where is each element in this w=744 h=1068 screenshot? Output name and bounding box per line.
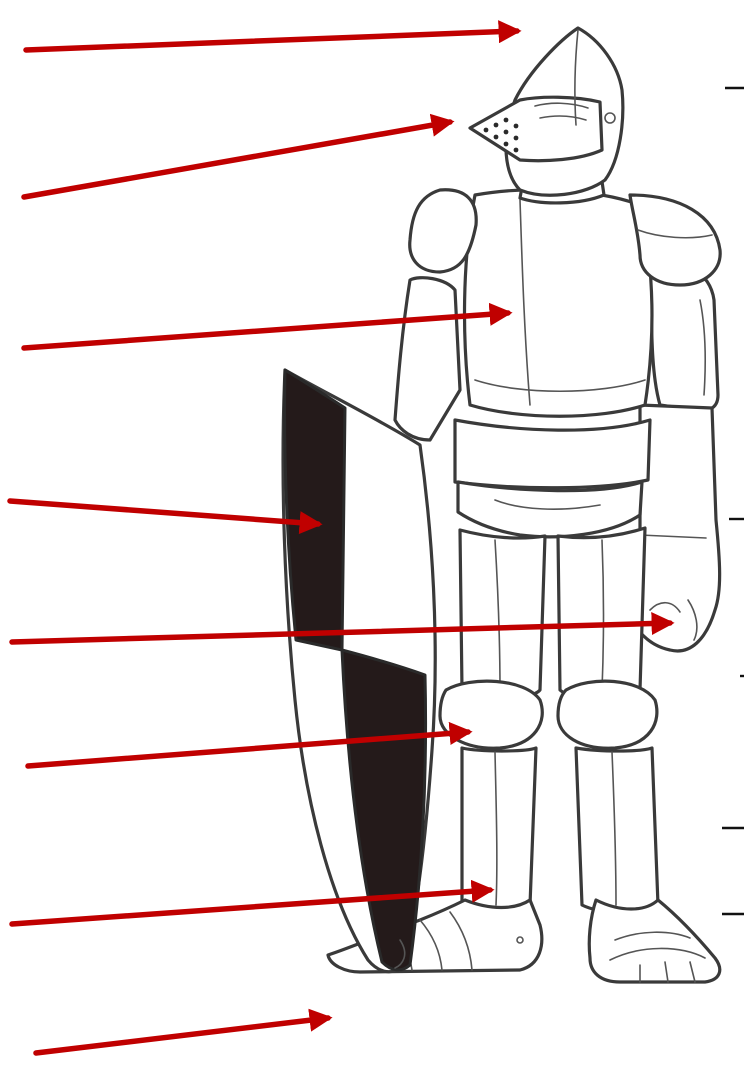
arrow-right-icon bbox=[24, 122, 450, 197]
label-blanks bbox=[722, 88, 744, 914]
leg-left bbox=[460, 530, 545, 699]
knee-guard-left bbox=[440, 681, 542, 748]
fauld bbox=[455, 420, 650, 488]
greave-right bbox=[576, 748, 658, 912]
leg-right bbox=[558, 528, 645, 700]
sabaton-right bbox=[589, 900, 720, 982]
arrow-right-icon bbox=[12, 890, 490, 924]
shield bbox=[283, 370, 435, 972]
shield-dark-upper bbox=[285, 370, 345, 650]
knee-guard-right bbox=[558, 681, 657, 748]
knight-illustration bbox=[283, 28, 720, 982]
arrow-right-icon bbox=[26, 31, 517, 50]
arrow-right-icon bbox=[36, 1018, 328, 1053]
breastplate bbox=[465, 190, 652, 416]
greave-left bbox=[462, 748, 536, 912]
arm-left bbox=[395, 278, 460, 440]
arrow-right-icon bbox=[10, 501, 318, 524]
